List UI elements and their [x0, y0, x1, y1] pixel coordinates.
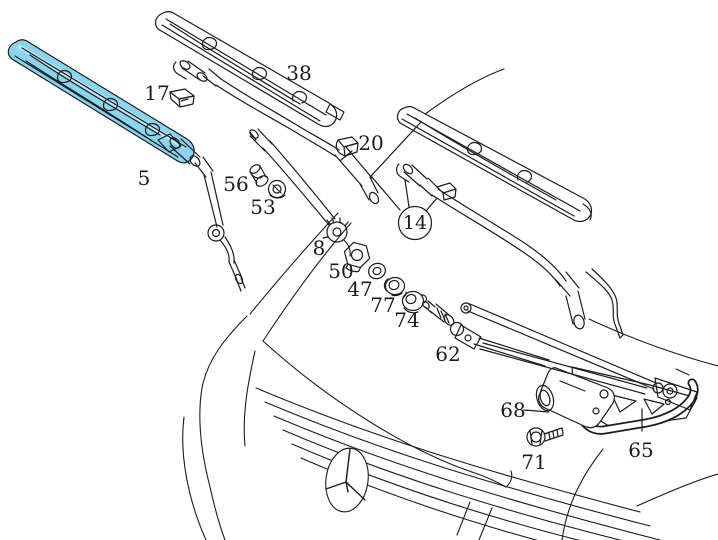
grille-slat — [282, 429, 623, 540]
bumper-right — [636, 473, 718, 507]
leader-68 — [523, 409, 550, 413]
callout-circle[interactable] — [397, 205, 433, 241]
fender-left — [199, 315, 248, 540]
cap-56-art — [249, 164, 269, 187]
pivot-strip — [585, 271, 621, 339]
left-crank-and-rods — [460, 302, 664, 395]
washer-47-art — [368, 262, 386, 280]
part-callout-38-wiper-blade-right[interactable]: 38 — [286, 61, 311, 85]
part-callout-8-wiper-arm[interactable]: 8 — [313, 236, 326, 260]
bumper-left — [182, 416, 207, 540]
part-callout-14-wiper-arm-assembly-callout[interactable]: 14 — [397, 205, 433, 241]
part-callout-77-seal-ring[interactable]: 77 — [370, 293, 395, 317]
cowl-line — [262, 340, 507, 488]
part-callout-56-cap[interactable]: 56 — [223, 172, 248, 196]
body-line-right — [588, 318, 718, 367]
part-number-20[interactable]: 20 — [358, 131, 383, 155]
part-callout-62-pivot-bearing[interactable]: 62 — [435, 342, 460, 366]
right-pivot-bracket — [585, 268, 698, 411]
cap-nut-74-art — [401, 290, 428, 314]
part-number-77[interactable]: 77 — [370, 293, 395, 317]
part-number-14[interactable]: 14 — [403, 212, 427, 234]
star-ring — [325, 447, 369, 513]
wiper-arm-14-art — [395, 163, 586, 330]
part-callout-47-washer[interactable]: 47 — [347, 277, 372, 301]
leader-14-blade — [370, 121, 422, 211]
part-callout-68-wiper-motor[interactable]: 68 — [500, 398, 525, 422]
wiper-arm-upper-art — [172, 60, 380, 205]
wiper-blade-5-highlighted — [7, 39, 195, 164]
a-pillar-line — [262, 222, 352, 342]
clip-20-art — [335, 136, 359, 157]
hex-nut-50-art — [343, 241, 371, 273]
pivot-strip — [591, 268, 624, 339]
retainer-53-art — [267, 179, 287, 199]
part-number-17[interactable]: 17 — [144, 81, 169, 105]
body-tick — [675, 368, 690, 376]
wiper-blade-38-art — [154, 11, 345, 128]
part-number-71[interactable]: 71 — [521, 450, 546, 474]
part-number-53[interactable]: 53 — [250, 195, 275, 219]
windshield-curve — [420, 68, 505, 118]
bolt-71-art — [526, 427, 564, 447]
part-number-8[interactable]: 8 — [313, 236, 326, 260]
part-callout-74-cap-nut[interactable]: 74 — [394, 308, 419, 332]
part-number-62[interactable]: 62 — [435, 342, 460, 366]
wiper-arm-8-art — [249, 128, 351, 257]
leader-lines — [370, 121, 643, 432]
grille-slat — [264, 401, 651, 527]
seal-ring-77-art — [383, 276, 406, 297]
cowl-corner — [505, 470, 513, 488]
clip-17-art — [169, 88, 195, 108]
wiper-motor — [535, 367, 615, 429]
grille-tick — [478, 507, 493, 540]
leader-14-cap — [425, 197, 438, 212]
part-callout-17-blade-clip[interactable]: 17 — [144, 81, 169, 105]
part-callout-65-linkage-frame[interactable]: 65 — [628, 438, 653, 462]
part-number-68[interactable]: 68 — [500, 398, 525, 422]
part-number-65[interactable]: 65 — [628, 438, 653, 462]
part-number-50[interactable]: 50 — [328, 259, 353, 283]
part-callout-71-bolt[interactable]: 71 — [521, 450, 546, 474]
part-number-56[interactable]: 56 — [223, 172, 248, 196]
pivot-bearing-62-art — [422, 300, 482, 350]
grille-slat — [273, 415, 661, 540]
part-number-38[interactable]: 38 — [286, 61, 311, 85]
wiper-blade-14-art — [396, 106, 593, 223]
part-callout-50-hex-nut[interactable]: 50 — [328, 259, 353, 283]
part-number-5[interactable]: 5 — [138, 166, 151, 190]
part-number-47[interactable]: 47 — [347, 277, 372, 301]
wiper-arm-5-art — [157, 133, 246, 292]
part-number-74[interactable]: 74 — [394, 308, 419, 332]
wheel-arch-right — [561, 448, 604, 540]
part-callout-5-wiper-blade-left-highlighted[interactable]: 5 — [138, 166, 151, 190]
vehicle-front-sketch — [182, 68, 718, 540]
part-callout-53-retainer[interactable]: 53 — [250, 195, 275, 219]
mercedes-star — [325, 448, 366, 501]
blade-5-slats — [14, 47, 187, 158]
grille-tick — [456, 501, 471, 536]
leader-14-arm — [404, 179, 410, 208]
a-pillar-line — [249, 212, 339, 315]
part-callout-20-arm-clip[interactable]: 20 — [358, 131, 383, 155]
grille-slat — [255, 387, 641, 513]
hood-cutline — [243, 350, 256, 447]
